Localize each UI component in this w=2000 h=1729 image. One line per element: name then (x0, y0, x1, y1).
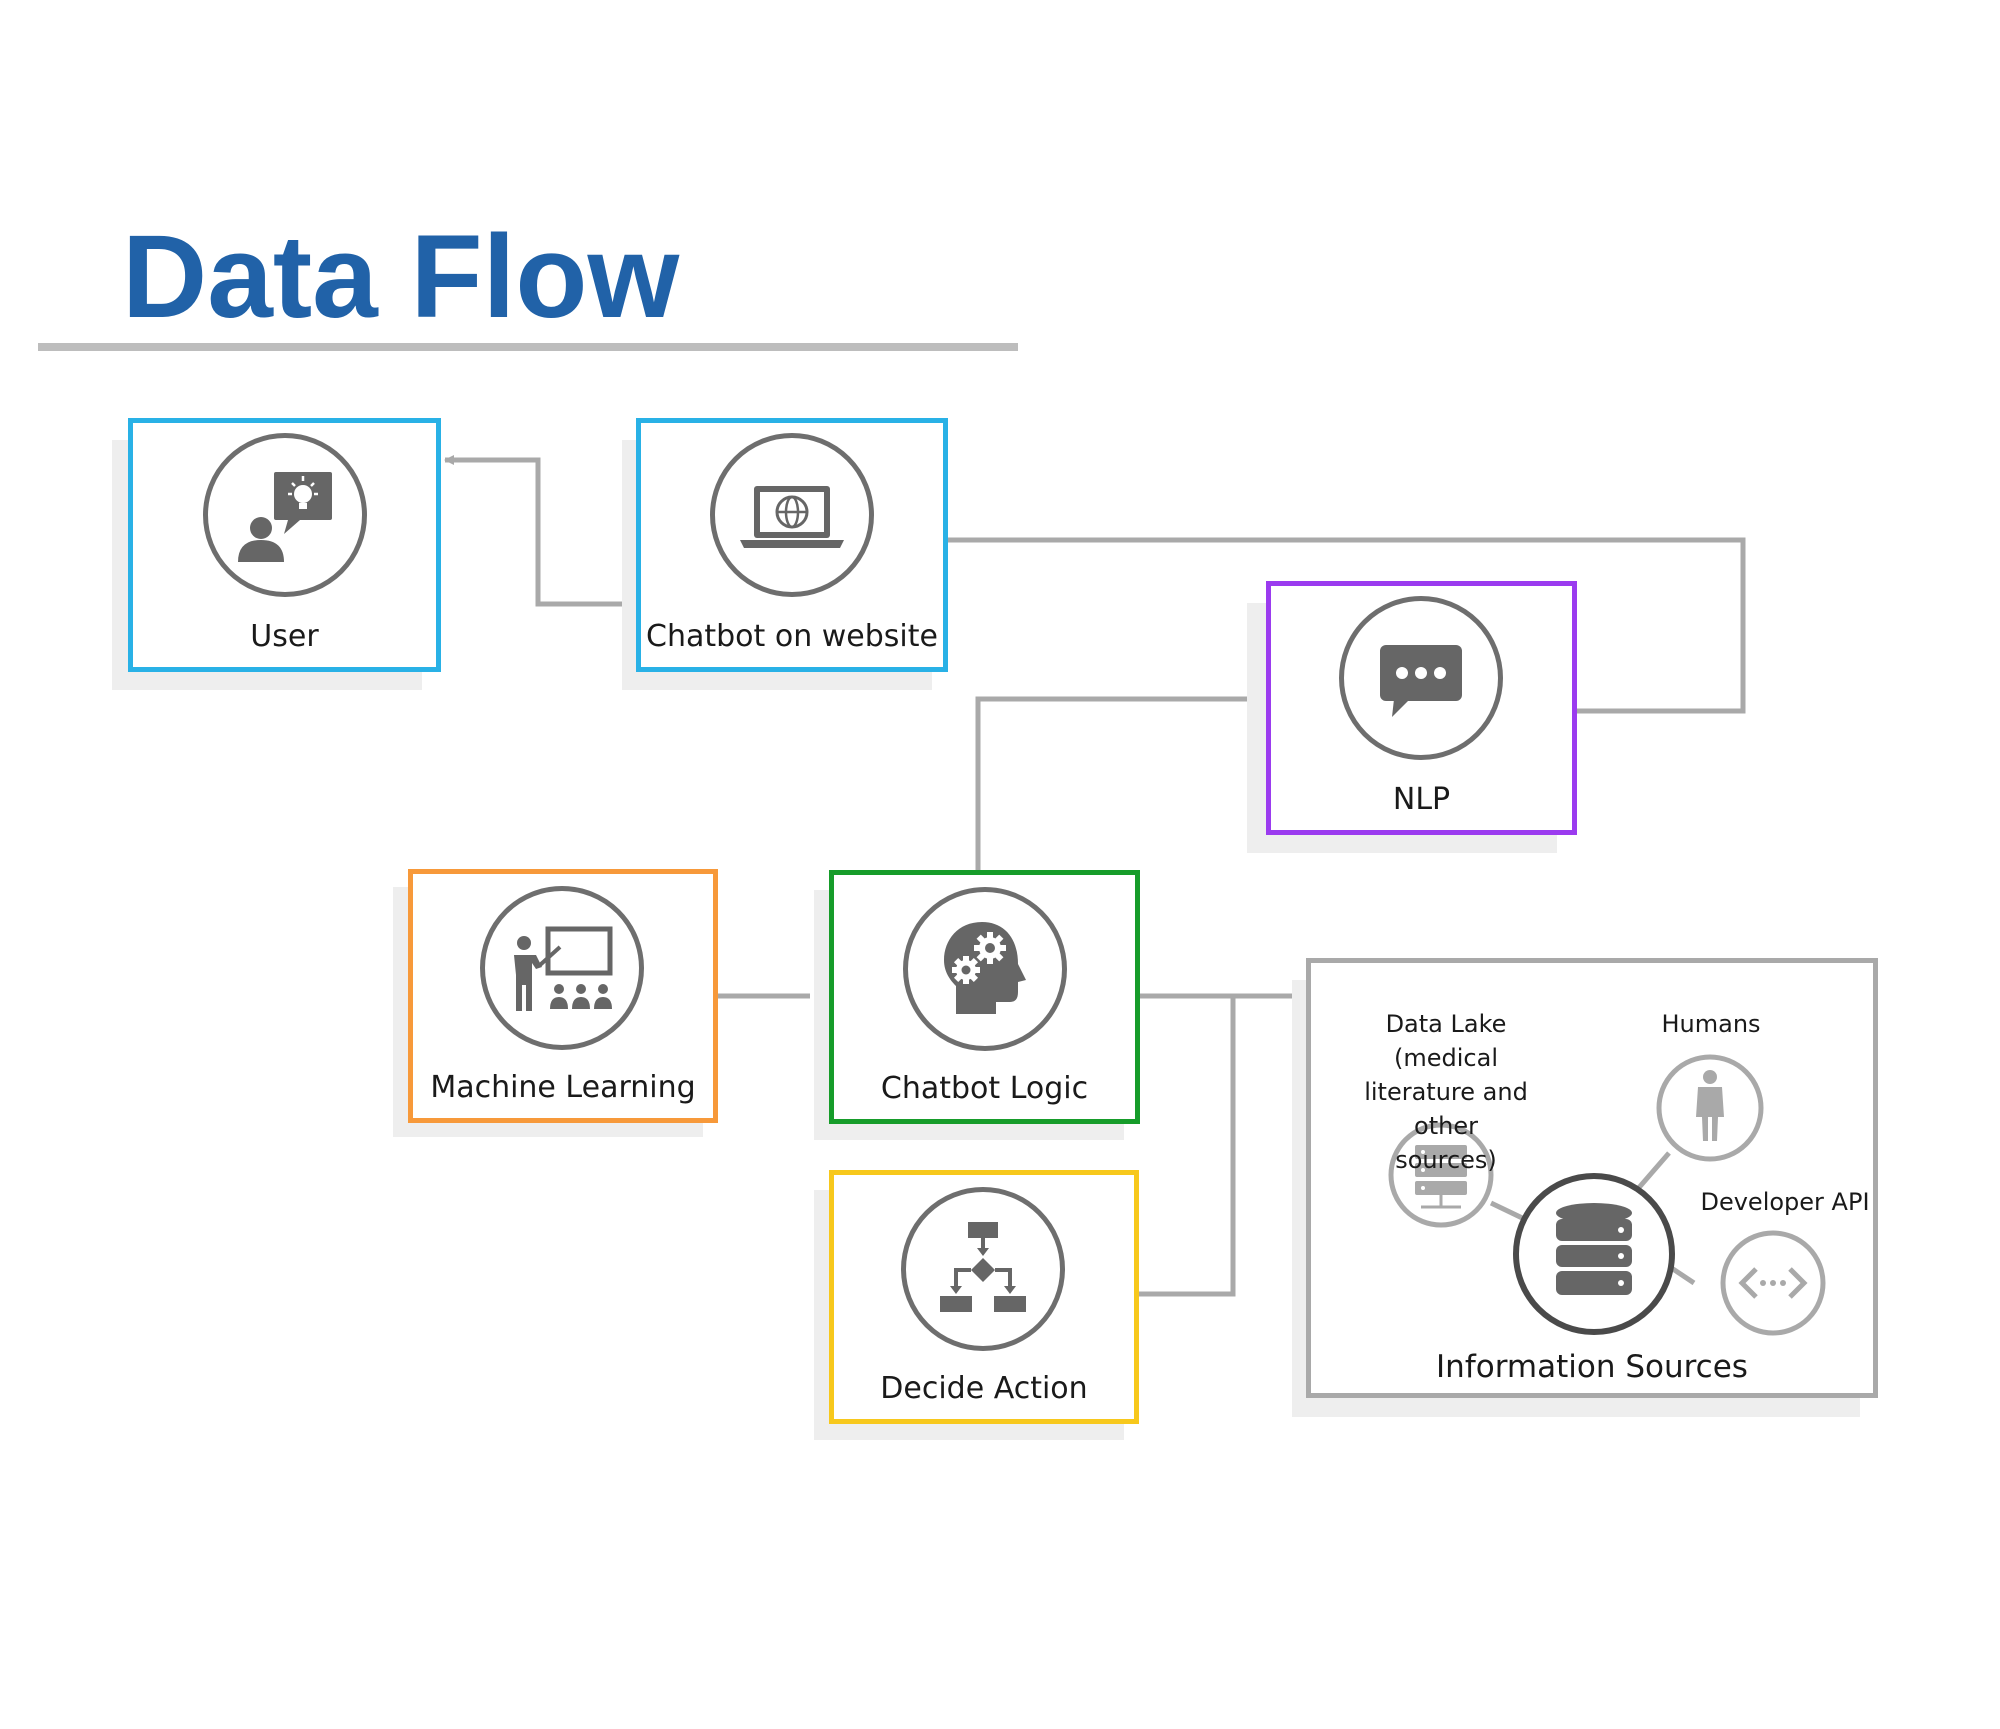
chat-bubble-icon (1339, 596, 1503, 760)
database-icon (1513, 1173, 1675, 1335)
humans-label: Humans (1661, 1010, 1761, 1038)
connector-nlp-logic (975, 696, 1266, 870)
flowchart-icon (901, 1187, 1065, 1351)
decide-node: Decide Action (829, 1170, 1139, 1424)
teacher-presentation-icon (480, 886, 644, 1050)
person-idea-icon (203, 433, 367, 597)
connector-chatbot-nlp (948, 537, 1746, 714)
nlp-node: NLP (1266, 581, 1577, 835)
page-title: Data Flow (122, 211, 680, 343)
head-gears-icon (903, 887, 1067, 1051)
user-node: User (128, 418, 441, 672)
ml-label: Machine Learning (430, 1070, 696, 1105)
api-icon (1720, 1230, 1826, 1336)
chatbot-label: Chatbot on website (646, 619, 938, 654)
title-underline (38, 343, 1018, 351)
connector-user-chatbot (444, 455, 645, 609)
data-lake-label: Data Lake (medical literature and other … (1364, 1010, 1528, 1174)
logic-label: Chatbot Logic (880, 1071, 1089, 1106)
chatbot-node: Chatbot on website (636, 418, 948, 672)
human-icon (1656, 1054, 1764, 1162)
logic-node: Chatbot Logic (829, 870, 1140, 1124)
connector-decide-info (1139, 996, 1236, 1297)
developer-api-label: Developer API (1700, 1188, 1870, 1216)
info-sources-graphic (1388, 1054, 1826, 1336)
info-sources-panel: Data Lake (medical literature and other … (1306, 958, 1878, 1398)
ml-node: Machine Learning (408, 869, 718, 1123)
user-label: User (250, 619, 319, 654)
nlp-label: NLP (1392, 782, 1451, 817)
decide-label: Decide Action (880, 1371, 1088, 1406)
laptop-globe-icon (710, 433, 874, 597)
info-sources-title: Information Sources (1436, 1349, 1748, 1385)
server-icon (1388, 1122, 1494, 1228)
